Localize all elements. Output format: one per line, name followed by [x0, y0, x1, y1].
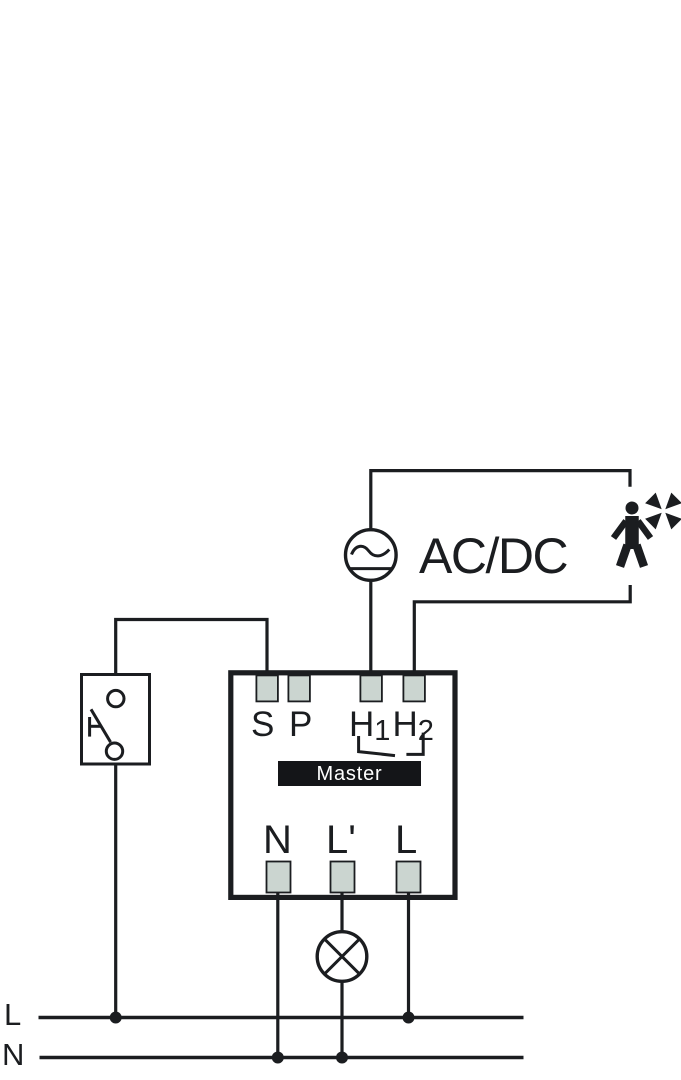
- terminal-block-p: [287, 674, 311, 703]
- terminal-block-l: [395, 860, 422, 894]
- ac-dc-source-icon: [343, 528, 398, 583]
- terminal-label-h2-sub: 2: [417, 715, 434, 747]
- terminal-block-h1: [359, 674, 383, 703]
- fan-star-icon: [645, 492, 681, 530]
- mains-l-label: L: [4, 997, 22, 1032]
- lamp-icon: [315, 930, 369, 984]
- terminal-label-l: L: [395, 818, 418, 862]
- junction-dot-l: [402, 1011, 415, 1024]
- master-label: Master: [316, 762, 383, 785]
- terminal-label-h1: H1: [349, 705, 390, 746]
- terminal-block-s: [255, 674, 279, 703]
- push-button-box: [80, 673, 151, 766]
- junction-dot-lamp-n: [336, 1051, 348, 1064]
- wire-switch-to-s: [114, 617, 269, 678]
- person-icon: [610, 501, 654, 568]
- mains-n-label: N: [2, 1037, 25, 1072]
- relay-contact-icon: [357, 732, 425, 758]
- terminal-block-h2: [402, 674, 426, 703]
- wire-source-top: [369, 469, 632, 531]
- junction-dot-switch-l: [109, 1011, 122, 1024]
- master-label-box: Master: [278, 761, 421, 786]
- terminal-label-h2-main: H: [392, 705, 418, 744]
- terminal-label-l-switched: L': [326, 818, 356, 862]
- push-button-switch-icon: [88, 688, 126, 761]
- terminal-block-n: [265, 860, 292, 894]
- terminal-label-n: N: [263, 818, 292, 862]
- source-label: AC/DC: [419, 528, 569, 584]
- junction-dot-n: [271, 1051, 284, 1064]
- terminal-label-s: S: [251, 705, 275, 744]
- terminal-label-h1-sub: 1: [374, 715, 391, 747]
- wire-h2-to-person: [412, 585, 632, 678]
- terminal-label-h2: H2: [392, 705, 434, 746]
- terminal-block-l-switched: [329, 860, 356, 894]
- terminal-label-p: P: [289, 705, 313, 744]
- terminal-label-h1-main: H: [349, 705, 375, 744]
